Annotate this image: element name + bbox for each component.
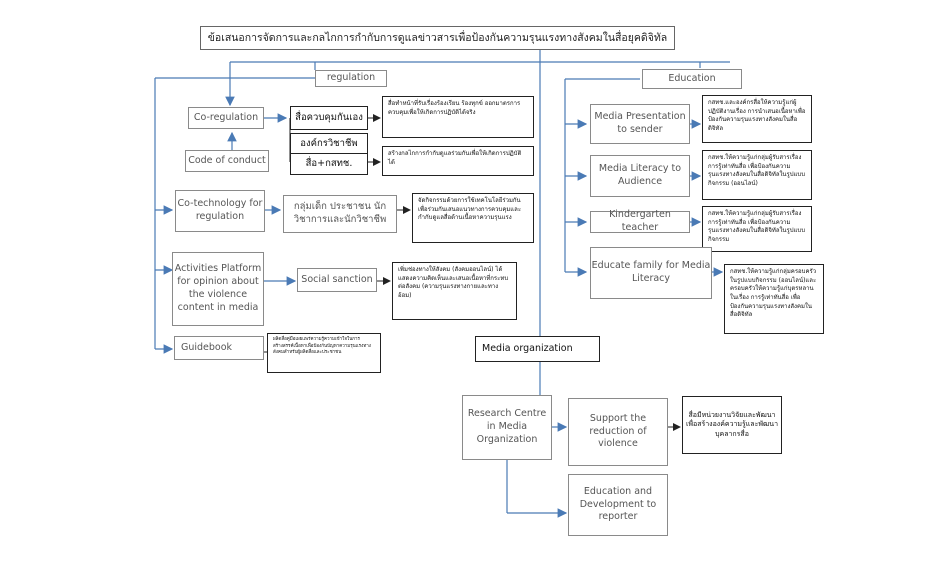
social-sanction-node: Social sanction	[297, 268, 377, 292]
note-educate-family: กสทช.ให้ความรู้แก่กลุ่มครอบครัวในรูปแบบก…	[724, 264, 824, 334]
stakeholder-groups-node: กลุ่มเด็ก ประชาชน นักวิชาการและนักวิชาชี…	[283, 195, 397, 233]
note-social-sanction: เพิ่มช่องทางให้สังคม (สังคมออนไลน์) ได้แ…	[392, 262, 517, 320]
education-node: Education	[642, 69, 742, 89]
education-development-node: Education and Development to reporter	[568, 474, 668, 536]
code-of-conduct-node: Code of conduct	[185, 150, 269, 172]
media-presentation-node: Media Presentation to sender	[590, 104, 690, 144]
media-organization-node: Media organization	[475, 336, 600, 362]
guidebook-node: Guidebook	[174, 336, 264, 360]
regulation-node: regulation	[315, 70, 387, 87]
self-regulation-node: สื่อควบคุมกันเอง	[290, 106, 368, 130]
note-support: สื่อมีหน่วยงานวิจัยและพัฒนาเพื่อสร้างองค…	[682, 396, 782, 454]
note-self-regulation: สื่อทำหน้าที่รับเรื่องร้องเรียน ร้องทุกข…	[382, 96, 534, 138]
note-technology: จัดกิจกรรมด้วยการใช้เทคโนโลยีร่วมกันเพื่…	[412, 193, 534, 243]
media-literacy-node: Media Literacy to Audience	[590, 155, 690, 197]
note-media-presentation: กสทช.และองค์กรสื่อให้ความรู้แก่ผู้ปฏิบัต…	[702, 95, 812, 143]
diagram-title: ข้อเสนอการจัดการและกลไกการกำกับการดูแลข่…	[200, 26, 675, 50]
research-centre-node: Research Centre in Media Organization	[462, 395, 552, 460]
note-kindergarten: กสทช.ให้ความรู้แก่กลุ่มผู้รับสารเรื่องกา…	[702, 206, 812, 252]
educate-family-node: Educate family for Media Literacy	[590, 247, 712, 299]
note-co-mechanism: สร้างกลไกการกำกับดูแลร่วมกันเพื่อให้เกิด…	[382, 146, 534, 176]
co-regulation-node: Co-regulation	[188, 107, 264, 129]
kindergarten-node: Kindergarten teacher	[590, 209, 690, 233]
media-nbtc-node: สื่อ+กสทช.	[290, 153, 368, 175]
note-media-literacy: กสทช.ให้ความรู้แก่กลุ่มผู้รับสารเรื่องกา…	[702, 150, 812, 200]
professional-body-node: องค์กรวิชาชีพ	[290, 133, 368, 155]
activities-platform-node: Activities Platform for opinion about th…	[172, 252, 264, 326]
note-guidebook: ผลิตสื่อคู่มือเผยแพร่ความรู้ความเข้าใจใน…	[267, 333, 381, 373]
support-reduction-node: Support the reduction of violence	[568, 398, 668, 466]
co-technology-node: Co-technology for regulation	[175, 190, 265, 232]
